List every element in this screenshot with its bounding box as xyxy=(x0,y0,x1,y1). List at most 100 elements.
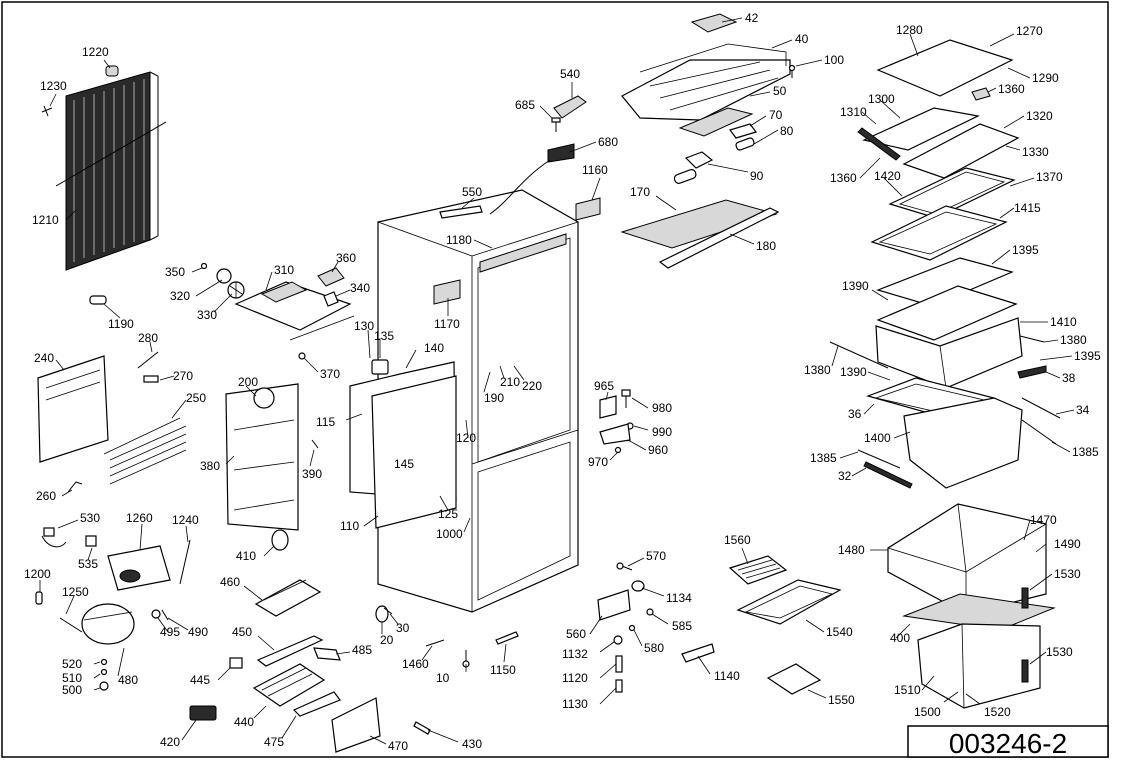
spacer-1190 xyxy=(89,295,107,305)
pipe-1240 xyxy=(179,539,191,585)
screw-10 xyxy=(462,650,470,668)
shelf-1300 xyxy=(862,107,980,151)
callout-970: 970 xyxy=(588,455,608,469)
rail-32 xyxy=(863,461,913,489)
panel-1170 xyxy=(433,279,461,305)
rail-1380 xyxy=(829,341,889,369)
condenser xyxy=(55,71,167,271)
fan-housing-310 xyxy=(234,281,355,341)
rail-38 xyxy=(1017,365,1047,379)
screw-100 xyxy=(788,64,796,78)
callout-1460: 1460 xyxy=(402,657,429,671)
drawer-1510 xyxy=(917,587,1041,709)
callout-1190: 1190 xyxy=(108,317,134,331)
cover-frame-1390 xyxy=(876,285,1018,341)
callout-145: 145 xyxy=(394,457,414,471)
callout-685: 685 xyxy=(515,98,535,112)
knob-90 xyxy=(673,151,714,184)
feet-500 xyxy=(99,658,109,691)
callout-1385-right: 1385 xyxy=(1072,445,1099,459)
callout-520: 520 xyxy=(62,657,82,671)
callout-1395-bottom: 1395 xyxy=(1074,349,1101,363)
trim-1310 xyxy=(857,127,901,161)
callout-530: 530 xyxy=(80,511,100,525)
screw-370 xyxy=(298,352,306,360)
shelf-1330 xyxy=(902,123,1020,179)
callout-170: 170 xyxy=(630,185,650,199)
callout-430: 430 xyxy=(462,737,482,751)
block-270 xyxy=(143,375,159,383)
shelf-frame-1370 xyxy=(888,167,1016,219)
callout-1395-top: 1395 xyxy=(1012,243,1039,257)
callout-1120: 1120 xyxy=(562,671,588,685)
bracket-340 xyxy=(323,291,339,307)
drawing-number: 003246-2 xyxy=(949,728,1067,759)
callout-100: 100 xyxy=(824,53,844,67)
callout-320: 320 xyxy=(170,289,190,303)
callout-1490: 1490 xyxy=(1054,537,1081,551)
callout-120: 120 xyxy=(456,431,476,445)
relay-535 xyxy=(85,535,97,547)
diagram-frame xyxy=(1,1,1109,758)
callout-440: 440 xyxy=(234,715,254,729)
callout-980: 980 xyxy=(652,401,672,415)
screw-1230 xyxy=(41,105,53,117)
callout-1290: 1290 xyxy=(1032,71,1059,85)
callout-1480: 1480 xyxy=(838,543,865,557)
part-70 xyxy=(729,123,757,139)
callout-1300: 1300 xyxy=(868,92,895,106)
grommet-1220 xyxy=(105,65,119,77)
drawer-1480 xyxy=(887,503,1047,615)
pin-1200 xyxy=(35,591,43,605)
callout-1530-bottom: 1530 xyxy=(1046,645,1073,659)
callout-1170: 1170 xyxy=(434,317,460,331)
clip-350 xyxy=(200,262,208,270)
callout-1200: 1200 xyxy=(24,567,51,581)
callout-250: 250 xyxy=(186,391,206,405)
callout-1270: 1270 xyxy=(1016,24,1043,38)
callout-1330: 1330 xyxy=(1022,145,1049,159)
rail-34 xyxy=(1021,397,1061,419)
part-445 xyxy=(229,657,243,669)
callout-1560: 1560 xyxy=(724,533,751,547)
screw-570 xyxy=(616,562,633,571)
leader-lines xyxy=(39,17,1075,745)
callout-550: 550 xyxy=(462,185,482,199)
crisper-1400 xyxy=(903,397,1023,489)
callout-370: 370 xyxy=(320,367,340,381)
callout-570: 570 xyxy=(646,549,666,563)
callout-30: 30 xyxy=(396,621,410,635)
callout-965: 965 xyxy=(594,379,614,393)
callout-1400: 1400 xyxy=(864,431,891,445)
callout-220: 220 xyxy=(522,379,542,393)
callout-1360-top: 1360 xyxy=(998,82,1025,96)
drawer-1410 xyxy=(875,317,1023,389)
shelf-1270 xyxy=(876,39,1014,97)
callout-350: 350 xyxy=(165,265,185,279)
callout-1230: 1230 xyxy=(40,79,67,93)
callout-1280: 1280 xyxy=(896,23,923,37)
callout-1520: 1520 xyxy=(984,705,1011,719)
motor-420 xyxy=(189,705,217,721)
callout-42: 42 xyxy=(745,11,759,25)
control-assembly-40 xyxy=(621,43,791,137)
callout-960: 960 xyxy=(648,443,668,457)
screw-585 xyxy=(646,608,654,616)
callout-1140: 1140 xyxy=(714,669,740,683)
callout-445: 445 xyxy=(190,673,210,687)
callout-38: 38 xyxy=(1062,371,1076,385)
cord-1250 xyxy=(59,617,83,633)
callout-510: 510 xyxy=(62,671,82,685)
callout-310: 310 xyxy=(274,263,294,277)
clip-485 xyxy=(313,647,341,661)
callout-1134: 1134 xyxy=(666,591,692,605)
callout-32: 32 xyxy=(838,469,852,483)
callout-420: 420 xyxy=(160,735,180,749)
bracket-460 xyxy=(254,579,322,617)
label-1160 xyxy=(575,197,601,221)
callout-1310: 1310 xyxy=(840,105,867,119)
door-liner-110 xyxy=(371,375,457,529)
callout-115: 115 xyxy=(316,415,335,429)
rail-1385b xyxy=(857,449,901,469)
